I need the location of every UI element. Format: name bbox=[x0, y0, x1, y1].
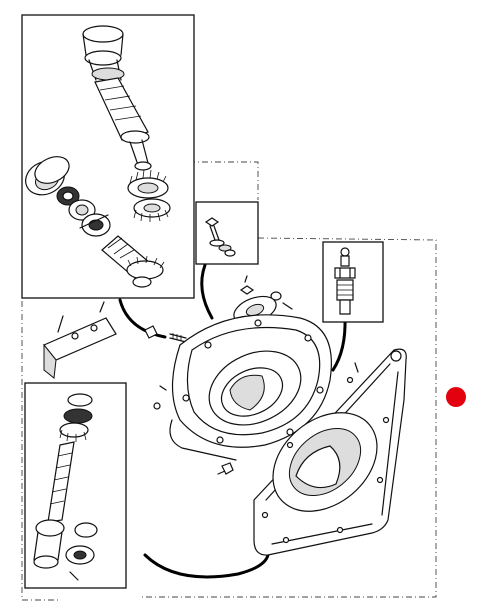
bearing-stack bbox=[56, 186, 111, 237]
front-cover-plate bbox=[253, 348, 407, 556]
output-shaft-gear-inset bbox=[24, 382, 127, 589]
seal-ring bbox=[25, 156, 70, 196]
grease-nipple bbox=[334, 247, 356, 315]
small-fasteners bbox=[217, 275, 293, 475]
drive-shaft-assembly-inset bbox=[21, 14, 195, 299]
lower-shaft-stack bbox=[33, 393, 98, 581]
red-marker-dot bbox=[446, 387, 466, 407]
stud-bolts bbox=[144, 325, 359, 410]
hex-bolt-washer-inset bbox=[195, 201, 259, 265]
connection-lines bbox=[118, 263, 347, 579]
gearbox-housing bbox=[169, 314, 332, 461]
bevel-gear-lower bbox=[133, 198, 171, 222]
hex-bolt-washer bbox=[204, 217, 236, 257]
bracket-plate bbox=[43, 301, 117, 379]
pinion-shaft bbox=[101, 235, 165, 288]
bevel-gear-upper bbox=[127, 169, 169, 199]
grease-nipple-inset bbox=[322, 241, 384, 323]
upper-bevel-shaft bbox=[82, 25, 152, 171]
